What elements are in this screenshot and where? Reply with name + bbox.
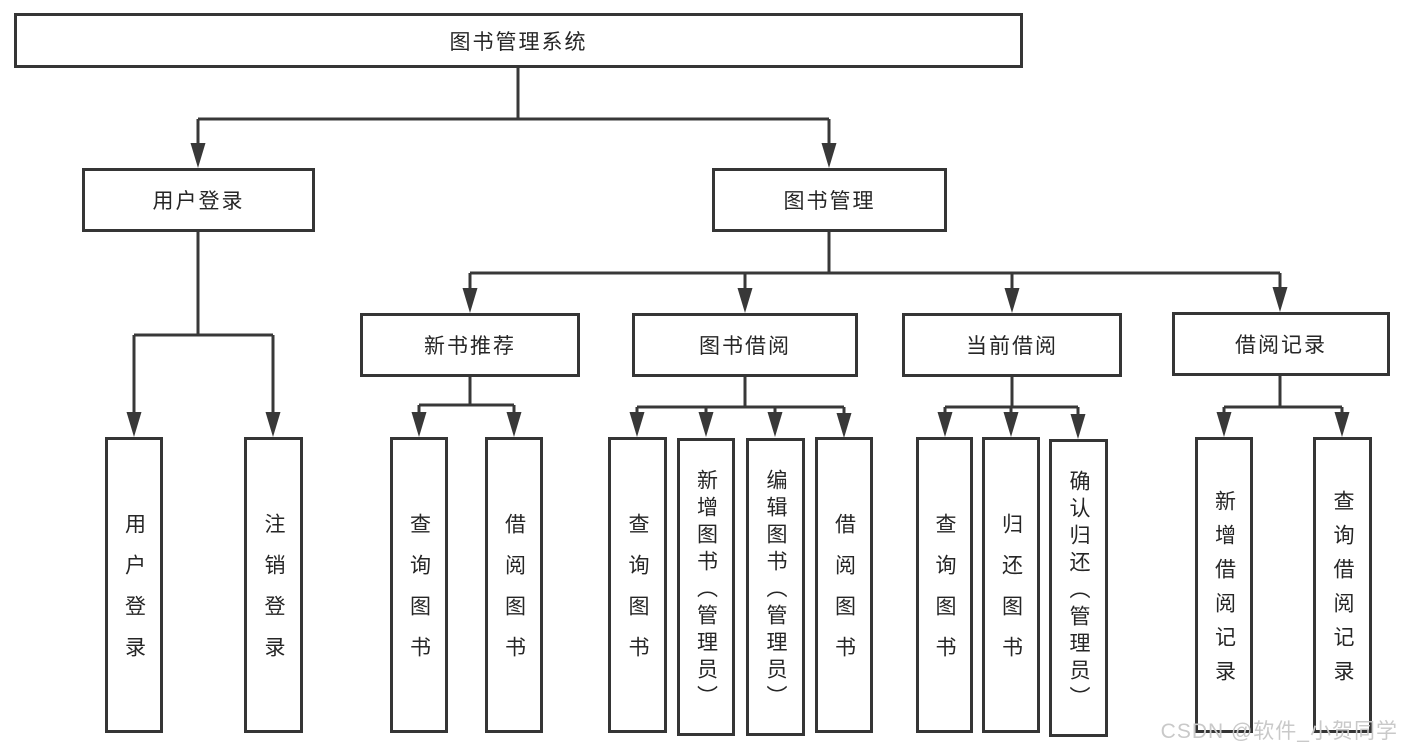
leaf-user-login-label: 用户登录 bbox=[122, 513, 146, 677]
leaf-query-book-recommend: 查询图书 bbox=[390, 437, 448, 733]
node-new-book-recommend-label: 新书推荐 bbox=[424, 335, 516, 358]
leaf-edit-book-admin: 编辑图书（管理员） bbox=[746, 438, 805, 736]
leaf-query-book-current-label: 查询图书 bbox=[933, 513, 956, 677]
leaf-add-book-admin: 新增图书（管理员） bbox=[677, 438, 735, 736]
node-book-management: 图书管理 bbox=[712, 168, 947, 232]
leaf-confirm-return-admin: 确认归还（管理员） bbox=[1049, 439, 1108, 737]
leaf-edit-book-admin-label: 编辑图书（管理员） bbox=[764, 468, 787, 712]
node-current-borrow: 当前借阅 bbox=[902, 313, 1122, 377]
leaf-query-book-current: 查询图书 bbox=[916, 437, 973, 733]
leaf-add-borrow-record-label: 新增借阅记录 bbox=[1212, 489, 1236, 694]
leaf-borrow-book-recommend: 借阅图书 bbox=[485, 437, 543, 733]
node-user-login-label: 用户登录 bbox=[152, 190, 245, 213]
leaf-borrow-book: 借阅图书 bbox=[815, 437, 873, 733]
watermark: CSDN @软件_小贺同学 bbox=[1160, 720, 1398, 743]
leaf-query-book-recommend-label: 查询图书 bbox=[407, 513, 431, 677]
leaf-query-book-borrow: 查询图书 bbox=[608, 437, 667, 733]
node-new-book-recommend: 新书推荐 bbox=[360, 313, 580, 377]
leaf-confirm-return-admin-label: 确认归还（管理员） bbox=[1067, 469, 1090, 713]
node-book-borrow-label: 图书借阅 bbox=[699, 335, 791, 358]
node-user-login: 用户登录 bbox=[82, 168, 315, 232]
node-root-label: 图书管理系统 bbox=[449, 30, 588, 54]
node-borrow-records: 借阅记录 bbox=[1172, 312, 1390, 376]
node-borrow-records-label: 借阅记录 bbox=[1235, 334, 1327, 357]
leaf-return-book-label: 归还图书 bbox=[999, 513, 1023, 677]
leaf-return-book: 归还图书 bbox=[982, 437, 1040, 733]
leaf-logout-login-label: 注销登录 bbox=[262, 513, 285, 677]
leaf-query-book-borrow-label: 查询图书 bbox=[626, 513, 649, 677]
node-book-management-label: 图书管理 bbox=[783, 190, 876, 213]
leaf-query-borrow-record: 查询借阅记录 bbox=[1313, 437, 1372, 733]
leaf-add-borrow-record: 新增借阅记录 bbox=[1195, 437, 1253, 733]
node-current-borrow-label: 当前借阅 bbox=[966, 335, 1058, 358]
leaf-user-login: 用户登录 bbox=[105, 437, 163, 733]
leaf-logout-login: 注销登录 bbox=[244, 437, 303, 733]
node-root: 图书管理系统 bbox=[14, 13, 1023, 68]
leaf-add-book-admin-label: 新增图书（管理员） bbox=[694, 468, 718, 712]
node-book-borrow: 图书借阅 bbox=[632, 313, 858, 377]
leaf-borrow-book-label: 借阅图书 bbox=[832, 513, 856, 677]
leaf-query-borrow-record-label: 查询借阅记录 bbox=[1331, 489, 1354, 694]
leaf-borrow-book-recommend-label: 借阅图书 bbox=[502, 513, 526, 677]
